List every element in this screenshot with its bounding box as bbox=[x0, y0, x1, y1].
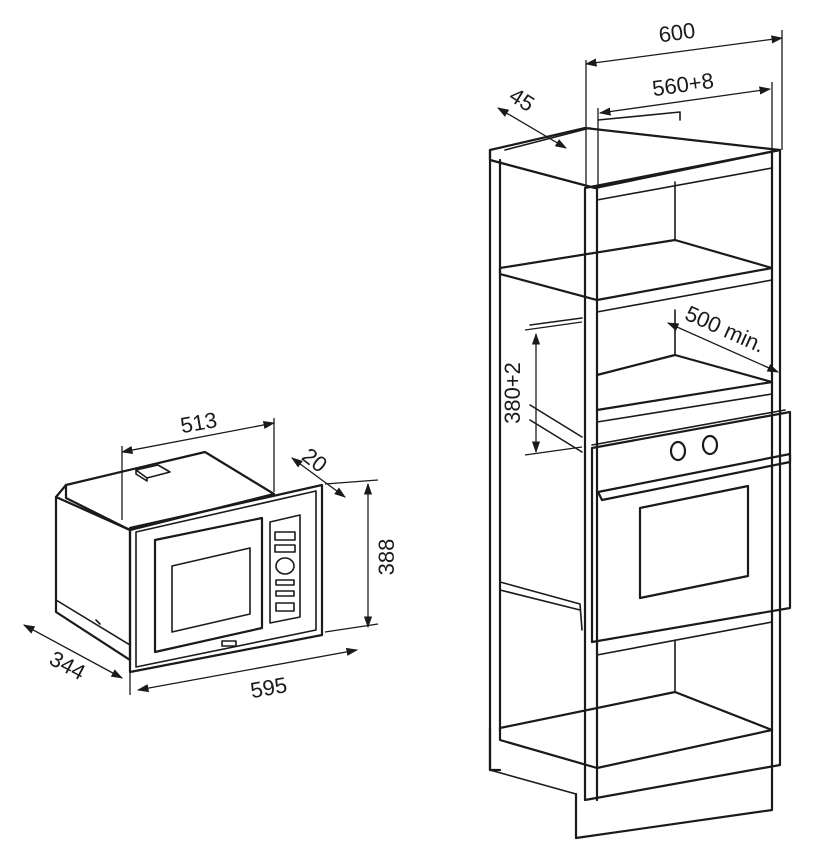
cabinet-shelf-1 bbox=[498, 238, 774, 302]
cabinet-plinth bbox=[488, 726, 774, 840]
oven-window bbox=[638, 484, 750, 600]
dim-500-label: 500 min. bbox=[681, 301, 768, 358]
oven-knob-right bbox=[701, 434, 719, 456]
microwave-logo-plate bbox=[221, 640, 237, 647]
cabinet-shelf-2 bbox=[595, 353, 774, 412]
microwave-front-frame bbox=[128, 483, 324, 674]
microwave-vent bbox=[135, 464, 171, 482]
microwave-dimensions: 513 20 388 344 595 bbox=[22, 407, 399, 703]
dim-380-label: 380+2 bbox=[500, 362, 525, 424]
dim-513-label: 513 bbox=[178, 407, 219, 438]
microwave-window bbox=[171, 547, 251, 633]
oven-handle bbox=[596, 452, 792, 502]
dim-595-label: 595 bbox=[248, 672, 289, 703]
dim-20-label: 20 bbox=[297, 443, 332, 478]
tall-cabinet-drawing bbox=[488, 111, 792, 840]
oven-knob-left bbox=[669, 440, 687, 462]
microwave-door bbox=[153, 516, 264, 654]
microwave-drawing bbox=[54, 450, 324, 674]
cabinet-oven bbox=[590, 409, 792, 644]
dim-344-label: 344 bbox=[45, 646, 89, 685]
dim-600-label: 600 bbox=[657, 18, 697, 48]
cabinet-front-frame bbox=[583, 148, 782, 802]
dim-45-label: 45 bbox=[505, 83, 539, 117]
cabinet-shelf-3 bbox=[498, 690, 774, 770]
microwave-control-panel bbox=[269, 514, 301, 624]
cabinet-dimensions: 600 560+8 45 500 min. 380+2 bbox=[496, 18, 784, 456]
dim-560-label: 560+8 bbox=[651, 68, 716, 101]
dim-388-label: 388 bbox=[374, 539, 399, 576]
